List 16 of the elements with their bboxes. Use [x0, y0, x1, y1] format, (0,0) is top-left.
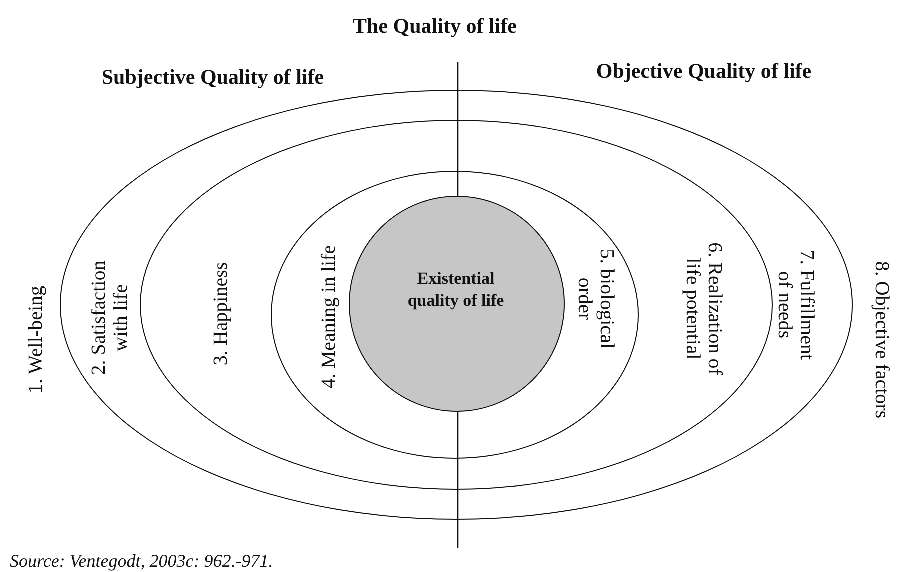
core-label: Existential quality of life [406, 268, 506, 312]
diagram-title: The Quality of life [353, 15, 517, 37]
ellipse-band [271, 171, 639, 459]
ellipse-band [60, 90, 853, 520]
band-label: 6. Realization of life potential [682, 242, 726, 378]
section-heading: Subjective Quality of life [102, 66, 324, 88]
band-label: 2. Satisfaction with life [88, 259, 132, 377]
ellipse-band [140, 120, 772, 490]
band-label: 4. Meaning in life [318, 244, 340, 390]
source-caption: Source: Ventegodt, 2003c: 962.-971. [10, 550, 274, 572]
section-heading: Objective Quality of life [596, 60, 812, 82]
band-label: 5. biological order [574, 248, 618, 350]
band-label: 3. Happiness [210, 261, 232, 368]
outer-label: 1. Well-being [25, 286, 47, 394]
outer-label: 8. Objective factors [871, 261, 893, 419]
band-label: 7. Fulfillment of needs [774, 248, 818, 362]
